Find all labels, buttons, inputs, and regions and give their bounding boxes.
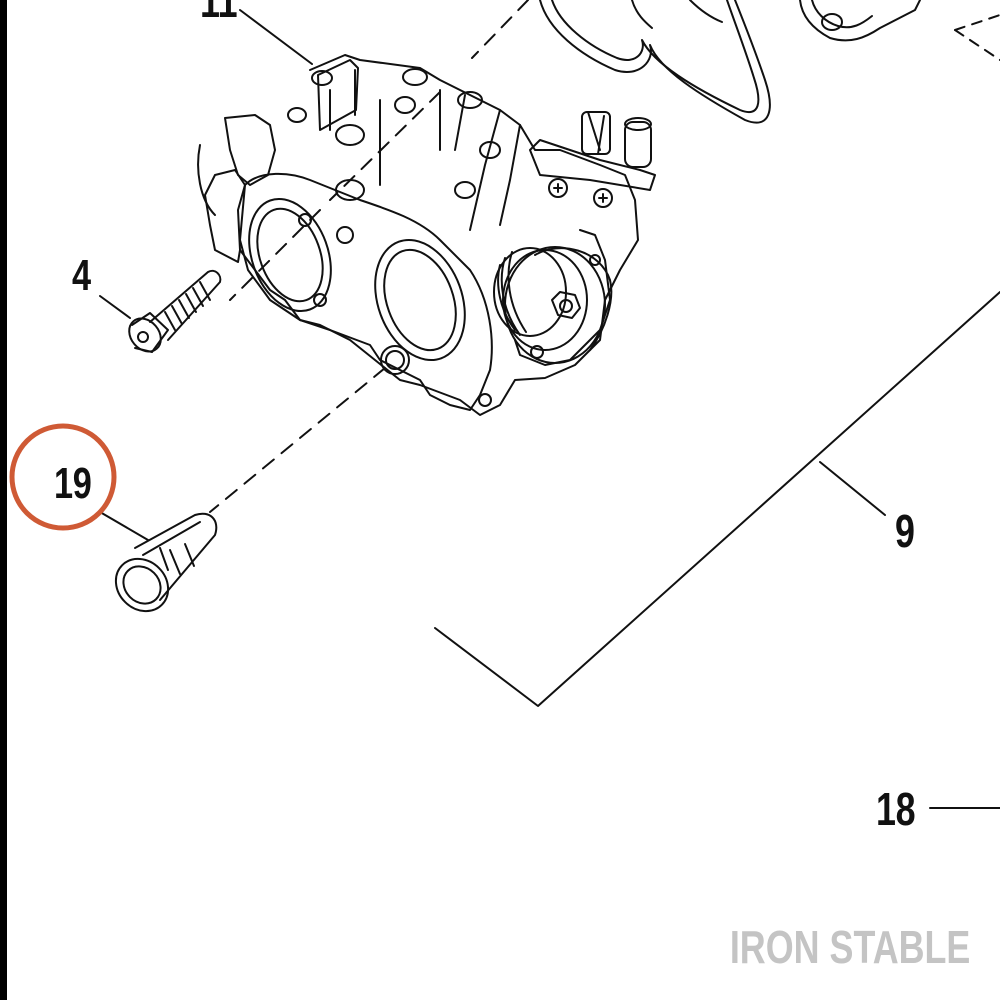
watermark-text: IRON STABLE — [729, 921, 970, 973]
left-border-bar — [0, 0, 7, 1000]
dashed-centerline-lower — [209, 367, 386, 513]
dashed-centerline-upper — [229, 0, 529, 301]
bolt-part-4 — [128, 269, 222, 353]
highlight-circle — [9, 423, 117, 531]
kit-bracket-line — [434, 291, 1000, 707]
callout-label-19: 19 — [54, 459, 92, 508]
leader-line-9 — [819, 461, 886, 516]
callout-label-9: 9 — [895, 505, 915, 557]
leader-line-4 — [99, 295, 131, 319]
gasket-drawing — [539, 0, 771, 124]
leader-line-11 — [239, 9, 313, 65]
callout-label-18: 18 — [876, 783, 916, 835]
throttle-body-drawing — [197, 54, 656, 416]
callout-label-4: 4 — [72, 251, 91, 300]
leader-line-19 — [99, 511, 149, 541]
sleeve-part-19 — [114, 512, 218, 613]
callout-label-11: 11 — [200, 0, 238, 27]
intake-component-partial — [799, 0, 1000, 61]
